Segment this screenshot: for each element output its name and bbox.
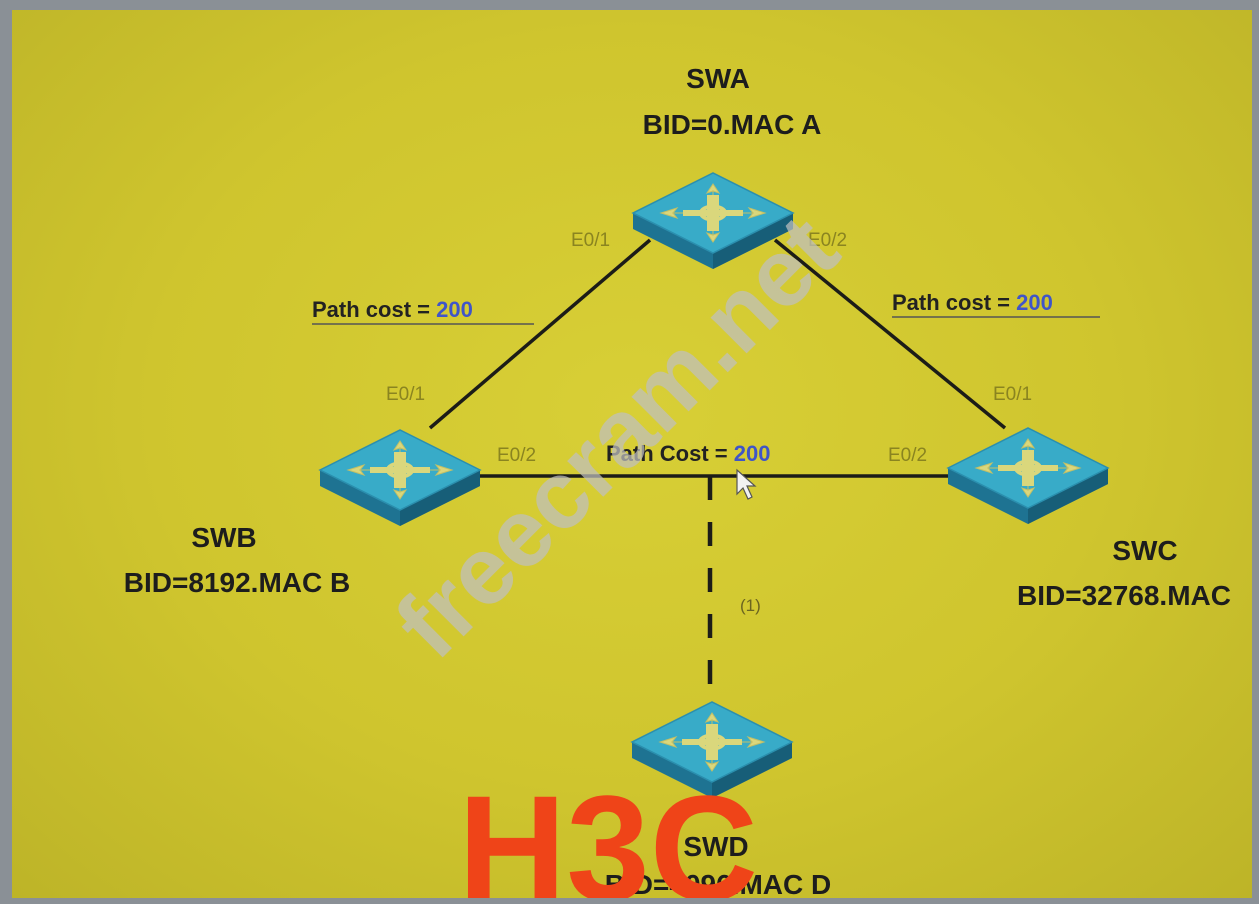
- network-diagram: SWA BID=0.MAC A SWB BID=8192.MAC B SWC B…: [124, 63, 1231, 898]
- swb-port-e01: E0/1: [386, 384, 425, 405]
- swc-name: SWC: [1112, 535, 1177, 566]
- link-swa-swb: [428, 238, 652, 430]
- swb-port-e02: E0/2: [497, 445, 536, 466]
- swa-port-e01: E0/1: [571, 230, 610, 251]
- path-cost-ab: Path cost = 200: [312, 297, 473, 322]
- swc-bid: BID=32768.MAC: [1017, 580, 1231, 611]
- swc-port-e01: E0/1: [993, 384, 1032, 405]
- mouse-cursor-icon: [736, 468, 757, 500]
- h3c-logo: H3C: [458, 764, 758, 898]
- path-cost-ac: Path cost = 200: [892, 290, 1053, 315]
- link-marker-1: (1): [740, 596, 761, 615]
- swd-name: SWD: [683, 831, 748, 862]
- swc-port-e02: E0/2: [888, 445, 927, 466]
- swa-name: SWA: [686, 63, 750, 94]
- swb-bid: BID=8192.MAC B: [124, 567, 350, 598]
- diagram-board: SWA BID=0.MAC A SWB BID=8192.MAC B SWC B…: [12, 10, 1252, 898]
- path-cost-bc: Path Cost = 200: [606, 441, 770, 466]
- swd-bid: BID=4096.MAC D: [605, 869, 831, 898]
- swb-name: SWB: [191, 522, 256, 553]
- switch-swb-icon: [320, 430, 480, 526]
- switch-swc-icon: [948, 428, 1108, 524]
- link-swa-swc: [773, 238, 1007, 430]
- swa-bid: BID=0.MAC A: [643, 109, 822, 140]
- swa-port-e02: E0/2: [808, 230, 847, 251]
